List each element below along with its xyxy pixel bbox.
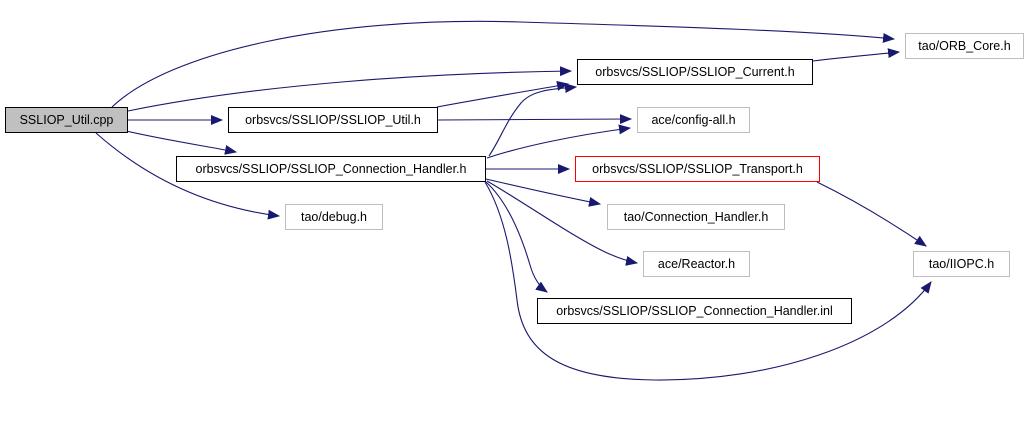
edge-ssliop-connection-handler-h-to-ace-reactor-h <box>486 180 639 266</box>
node-ssliop-util-h[interactable]: orbsvcs/SSLIOP/SSLIOP_Util.h <box>228 107 438 133</box>
node-label: tao/ORB_Core.h <box>918 39 1011 53</box>
edge-ssliop-util-cpp-to-tao-orb-core-h <box>111 20 896 108</box>
node-label: ace/config-all.h <box>651 113 736 127</box>
node-label: tao/IIOPC.h <box>928 257 995 271</box>
node-label: orbsvcs/SSLIOP/SSLIOP_Current.h <box>595 65 795 79</box>
edge-ssliop-connection-handler-h-to-tao-connection-handler-h <box>485 178 602 207</box>
edge-ssliop-util-h-to-ssliop-current-h <box>436 81 570 108</box>
node-tao-debug-h: tao/debug.h <box>285 204 383 230</box>
edge-ssliop-util-cpp-to-tao-debug-h <box>95 132 281 220</box>
node-tao-iiopc-h: tao/IIOPC.h <box>913 251 1010 277</box>
node-ssliop-connection-handler-h[interactable]: orbsvcs/SSLIOP/SSLIOP_Connection_Handler… <box>176 156 486 182</box>
edge-ssliop-util-h-to-ace-config-all-h <box>437 114 633 125</box>
node-label: orbsvcs/SSLIOP/SSLIOP_Transport.h <box>592 162 803 176</box>
node-ssliop-current-h[interactable]: orbsvcs/SSLIOP/SSLIOP_Current.h <box>577 59 813 85</box>
edge-ssliop-transport-h-to-tao-iiopc-h <box>816 181 927 247</box>
edge-ssliop-connection-handler-h-to-tao-iiopc-h <box>484 181 932 381</box>
node-label: orbsvcs/SSLIOP/SSLIOP_Util.h <box>245 113 421 127</box>
edge-ssliop-connection-handler-h-to-ace-config-all-h <box>486 124 632 159</box>
node-label: orbsvcs/SSLIOP/SSLIOP_Connection_Handler… <box>195 162 467 176</box>
node-label: SSLIOP_Util.cpp <box>19 113 114 127</box>
edge-ssliop-util-cpp-to-ssliop-current-h <box>127 66 573 112</box>
node-ace-reactor-h: ace/Reactor.h <box>643 251 750 277</box>
edge-ssliop-util-cpp-to-ssliop-connection-handler-h <box>125 130 238 155</box>
edge-ssliop-connection-handler-h-to-ssliop-current-h <box>488 83 578 157</box>
node-ssliop-util-cpp: SSLIOP_Util.cpp <box>5 107 128 133</box>
edge-ssliop-current-h-to-tao-orb-core-h <box>812 48 901 62</box>
edge-ssliop-connection-handler-h-to-ssliop-connection-handler-inl <box>485 181 548 293</box>
node-tao-connection-handler-h: tao/Connection_Handler.h <box>607 204 785 230</box>
node-ace-config-all-h: ace/config-all.h <box>637 107 750 133</box>
node-tao-orb-core-h: tao/ORB_Core.h <box>905 33 1024 59</box>
node-label: ace/Reactor.h <box>657 257 736 271</box>
node-ssliop-transport-h[interactable]: orbsvcs/SSLIOP/SSLIOP_Transport.h <box>575 156 820 182</box>
node-label: orbsvcs/SSLIOP/SSLIOP_Connection_Handler… <box>556 304 833 318</box>
node-ssliop-connection-handler-inl[interactable]: orbsvcs/SSLIOP/SSLIOP_Connection_Handler… <box>537 298 852 324</box>
node-label: tao/debug.h <box>300 210 368 224</box>
node-label: tao/Connection_Handler.h <box>623 210 769 224</box>
